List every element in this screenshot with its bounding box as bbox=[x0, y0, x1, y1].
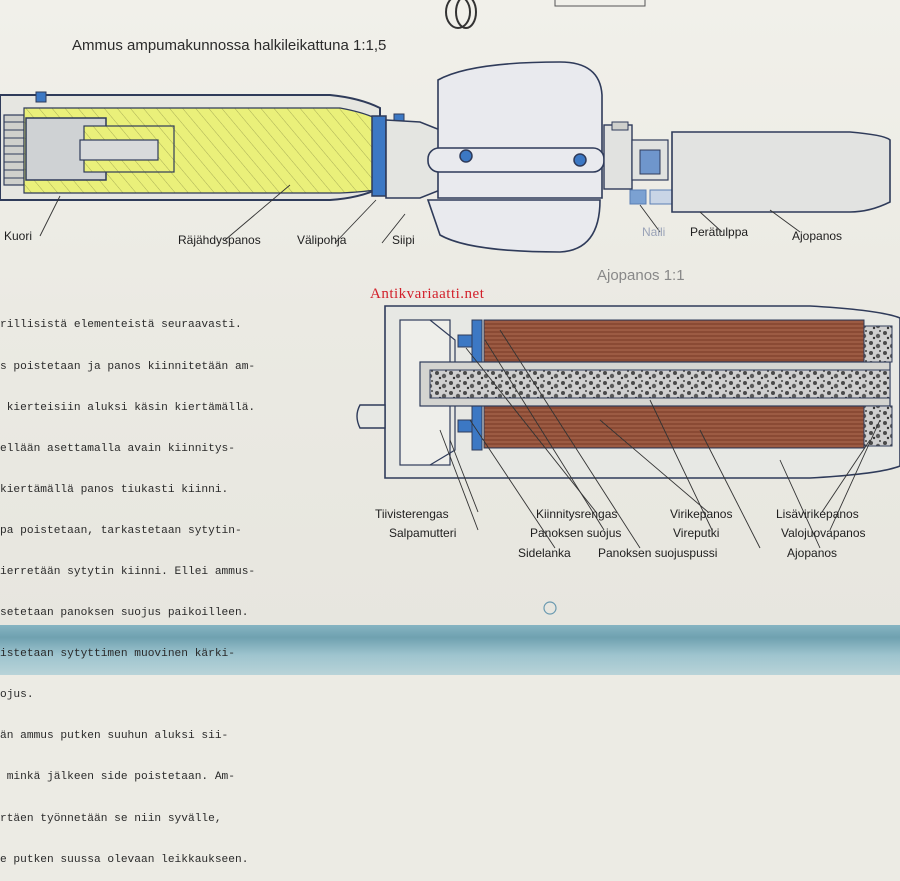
instruction-line: ierretään sytytin kiinni. Ellei ammus- bbox=[0, 565, 256, 578]
label-kuori: Kuori bbox=[4, 229, 32, 243]
section-title-top: Ammus ampumakunnossa halkileikattuna 1:1… bbox=[72, 37, 386, 54]
label-salpamutteri: Salpamutteri bbox=[389, 526, 456, 540]
top-fragment bbox=[445, 0, 646, 29]
instructions-text: rillisistä elementeistä seuraavasti. s p… bbox=[0, 292, 300, 881]
instruction-line: s poistetaan ja panos kiinnitetään am- bbox=[0, 360, 256, 373]
instruction-line: rillisistä elementeistä seuraavasti. bbox=[0, 319, 242, 332]
section-title-charge: Ajopanos 1:1 bbox=[597, 267, 685, 284]
instruction-line: än ammus putken suuhun aluksi sii- bbox=[0, 730, 229, 743]
instruction-line: ojus. bbox=[0, 689, 34, 702]
label-valojuovapanos: Valojuovapanos bbox=[781, 526, 866, 540]
label-rajahdyspanos: Räjähdyspanos bbox=[178, 233, 261, 247]
label-tiivisterengas: Tiivisterengas bbox=[375, 507, 449, 521]
label-sidelanka: Sidelanka bbox=[518, 546, 571, 560]
instruction-line: rtäen työnnetään se niin syvälle, bbox=[0, 812, 222, 825]
fuze-thread bbox=[3, 114, 25, 186]
label-panoksen-suojus: Panoksen suojus bbox=[530, 526, 621, 540]
instruction-line: setetaan panoksen suojus paikoilleen. bbox=[0, 607, 249, 620]
label-naili: Naili bbox=[642, 225, 665, 239]
label-virikepanos: Virikepanos bbox=[670, 507, 732, 521]
instruction-line: kierteisiin aluksi käsin kiertämällä. bbox=[0, 401, 256, 414]
instruction-line: e putken suussa olevaan leikkaukseen. bbox=[0, 853, 249, 866]
label-vireputki: Vireputki bbox=[673, 526, 719, 540]
board-frame bbox=[0, 625, 900, 675]
label-valipohja: Välipohja bbox=[297, 233, 347, 247]
instruction-line: istetaan sytyttimen muovinen kärki- bbox=[0, 648, 235, 661]
label-lisavirikepanos: Lisävirikepanos bbox=[776, 507, 859, 521]
label-panoksen-suojuspussi: Panoksen suojuspussi bbox=[598, 546, 717, 560]
label-ajopanos-bottom: Ajopanos bbox=[787, 546, 837, 560]
label-peratulppa: Perätulppa bbox=[690, 225, 748, 239]
label-kiinnitysrengas: Kiinnitysrengas bbox=[536, 507, 617, 521]
instruction-line: minkä jälkeen side poistetaan. Am- bbox=[0, 771, 235, 784]
instruction-line: pa poistetaan, tarkastetaan sytytin- bbox=[0, 524, 242, 537]
bottom-leader-lines bbox=[439, 329, 881, 549]
label-siipi: Siipi bbox=[392, 233, 415, 247]
diagram-drawing: Ammus ampumakunnossa halkileikattuna 1:1… bbox=[0, 0, 900, 615]
instruction-line: ellään asettamalla avain kiinnitys- bbox=[0, 442, 235, 455]
top-leader-lines bbox=[39, 184, 801, 244]
board-mark bbox=[543, 601, 557, 615]
label-ajopanos-top: Ajopanos bbox=[792, 229, 842, 243]
shell-cross-section bbox=[0, 61, 891, 253]
propellant-charge-section bbox=[356, 305, 900, 479]
watermark: Antikvariaatti.net bbox=[370, 286, 485, 302]
instruction-line: kiertämällä panos tiukasti kiinni. bbox=[0, 483, 229, 496]
